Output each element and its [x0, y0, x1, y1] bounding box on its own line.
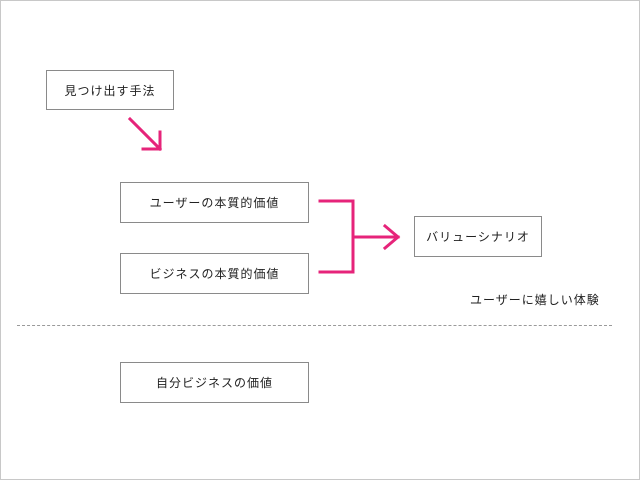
user-value-label: ユーザーの本質的価値 — [149, 196, 280, 210]
method-box: 見つけ出す手法 — [46, 70, 174, 110]
value-scenario-box: バリューシナリオ — [414, 216, 542, 257]
business-value-label: ビジネスの本質的価値 — [149, 267, 280, 281]
own-business-value-label: 自分ビジネスの価値 — [155, 376, 273, 390]
merge-arrow-head — [382, 223, 401, 251]
business-value-box: ビジネスの本質的価値 — [120, 253, 309, 294]
merge-bracket — [318, 199, 355, 274]
method-label: 見つけ出す手法 — [64, 83, 156, 98]
dashed-divider — [17, 325, 612, 326]
user-value-box: ユーザーの本質的価値 — [120, 182, 309, 223]
diagonal-arrow-head — [141, 130, 162, 151]
user-experience-caption: ユーザーに嬉しい体験 — [470, 293, 600, 307]
value-scenario-label: バリューシナリオ — [426, 230, 530, 244]
own-business-value-box: 自分ビジネスの価値 — [120, 362, 309, 403]
diagonal-arrow-shaft — [127, 116, 163, 152]
